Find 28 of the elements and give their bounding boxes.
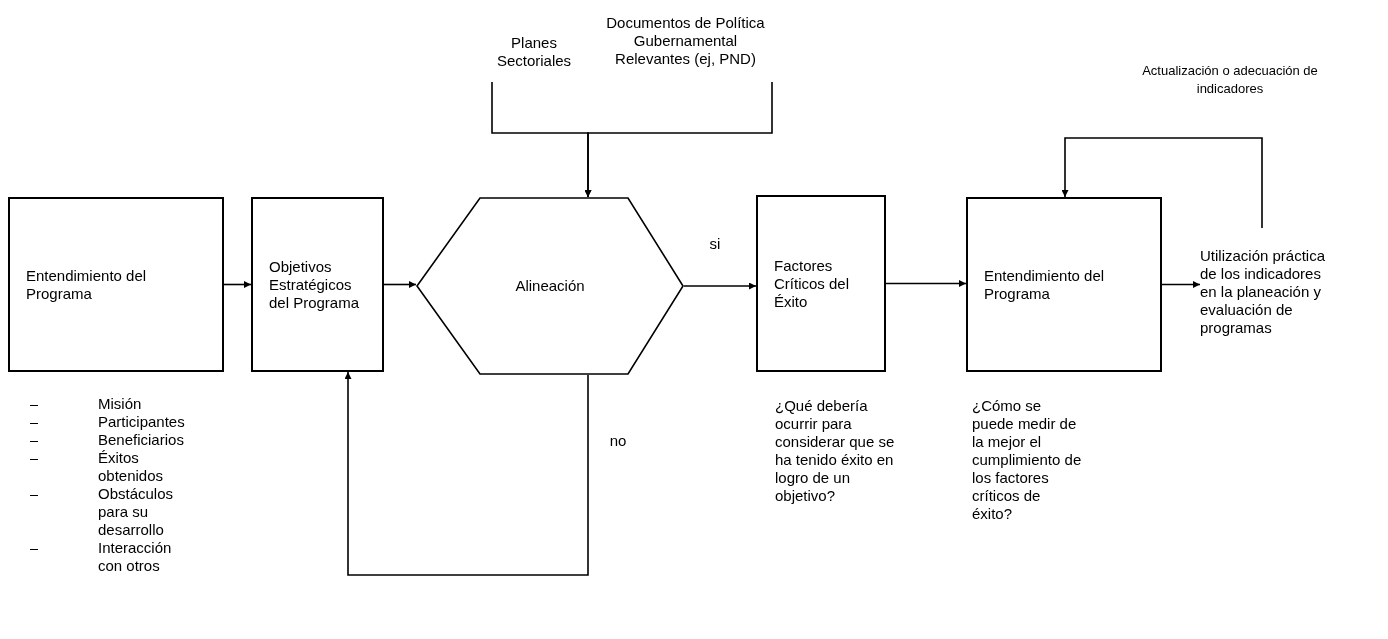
- list-item: Éxitos obtenidos: [98, 449, 165, 485]
- arrow: [344, 371, 589, 576]
- node-label: Documentos de Política Gubernamental Relevantes (ej, PND): [605, 14, 766, 68]
- node-label: Entendimiento del Programa: [26, 266, 148, 303]
- arrow: [584, 81, 773, 198]
- node-label: Entendimiento del Programa: [984, 266, 1106, 303]
- list-item: Participantes: [98, 413, 186, 431]
- arrow: [1061, 137, 1263, 229]
- arrow: [885, 280, 967, 287]
- node-caption: ¿Qué debería ocurrir para considerar que se ha tenido éxito en logro de un objetivo?: [775, 397, 895, 504]
- list-item: Beneficiarios: [98, 431, 185, 449]
- node-label: Planes Sectoriales: [495, 34, 573, 70]
- node-label: Alineación: [515, 277, 585, 295]
- node-label: Utilización práctica de los indicadores en la planeación y evaluación de programas: [1200, 247, 1327, 337]
- process-box: [251, 197, 384, 372]
- list-item: Interacción con otros: [98, 539, 173, 575]
- list-item: Obstáculos para su desarrollo: [98, 485, 175, 539]
- arrow: [383, 281, 417, 288]
- process-box: [756, 195, 886, 372]
- process-box: [966, 197, 1162, 372]
- arrow: [223, 281, 252, 288]
- node-caption: ¿Cómo se puede medir de la mejor el cumplimiento de los factores críticos de éxito?: [972, 397, 1082, 522]
- node-label: Objetivos Estratégicos del Programa: [269, 257, 361, 312]
- process-box: [8, 197, 224, 372]
- list-item: Misión: [98, 395, 143, 413]
- arrow: [1161, 281, 1201, 288]
- arrow: [683, 282, 757, 290]
- node-label: Factores Críticos del Éxito: [774, 256, 851, 311]
